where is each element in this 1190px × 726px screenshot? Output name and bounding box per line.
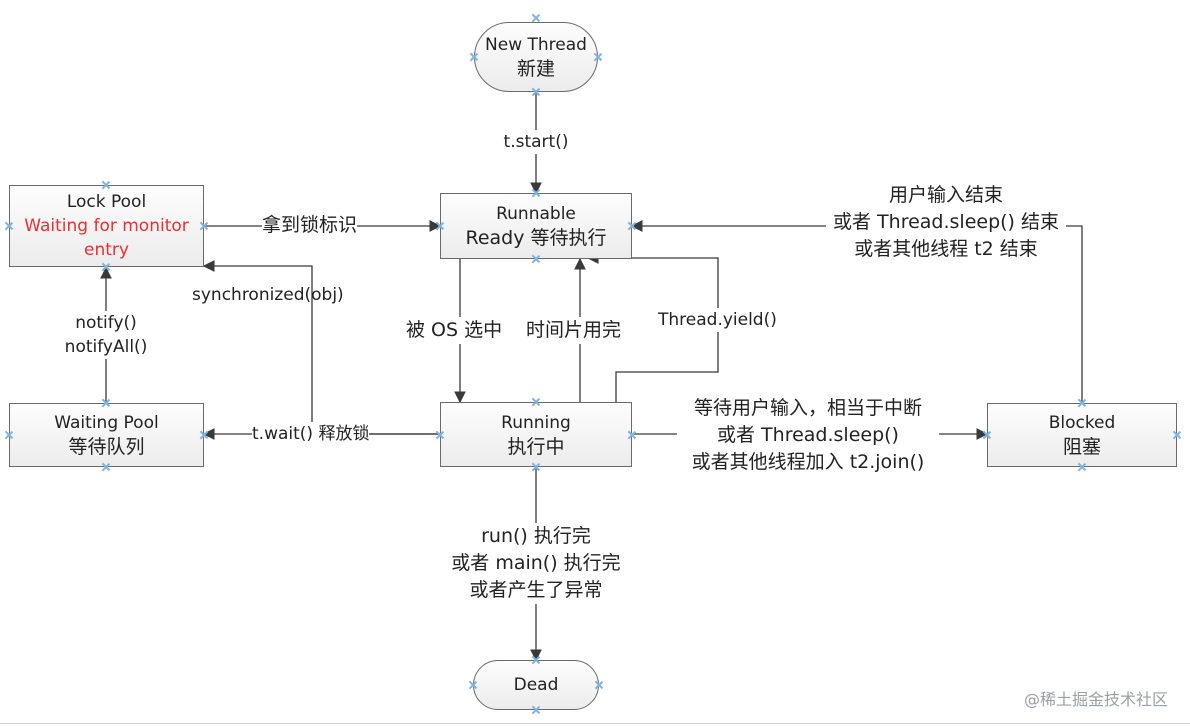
connector-marker [628,431,636,439]
waiting-pool-subtitle: 等待队列 [68,436,145,458]
connector-marker [1078,463,1086,471]
state-running: Running 执行中 [440,402,632,467]
blocked-subtitle: 阻塞 [1062,436,1101,458]
state-runnable: Runnable Ready 等待执行 [440,193,632,259]
connector-marker [1078,399,1086,407]
label-synchronized: synchronized(obj) [192,285,344,305]
connector-marker [200,222,208,230]
watermark: @稀土掘金技术社区 [1023,690,1168,709]
label-from-blocked-line3: 或者其他线程 t2 结束 [854,238,1038,260]
label-notify-line1: notify() [75,313,137,333]
connector-marker [470,53,478,61]
running-subtitle: 执行中 [507,435,565,458]
connector-marker [532,398,540,406]
connector-marker [102,181,110,189]
label-notify-line2: notifyAll() [64,337,148,357]
connector-marker [1173,431,1181,439]
label-time-slice: 时间片用完 [526,317,622,344]
connector-marker [532,88,540,96]
lock-pool-desc-line2: entry [84,240,129,260]
running-title: Running [501,412,571,433]
connector-marker [436,431,444,439]
label-yield: Thread.yield() [658,308,777,332]
connector-marker [532,463,540,471]
connector-marker [5,222,13,230]
label-get-lock: 拿到锁标识 [262,212,358,239]
connector-marker [595,681,603,689]
connector-marker [532,656,540,664]
edge-blocked-to-runnable [630,220,1083,403]
label-to-dead-line1: run() 执行完 [481,525,591,547]
connector-marker [102,463,110,471]
state-new-thread: New Thread 新建 [474,22,598,92]
lock-pool-desc-line1: Waiting for monitor [24,216,189,236]
runnable-title: Runnable [496,204,576,224]
connector-marker [102,263,110,271]
lock-pool-title: Lock Pool [66,192,147,212]
connector-marker [102,399,110,407]
connector-marker [532,189,540,197]
connector-marker [532,706,540,714]
label-start: t.start() [497,130,575,154]
connector-marker [5,431,13,439]
state-dead: Dead [473,660,599,710]
label-to-dead: run() 执行完 或者 main() 执行完 或者产生了异常 [444,523,628,604]
new-thread-title: New Thread [485,35,587,55]
label-from-blocked: 用户输入结束 或者 Thread.sleep() 结束 或者其他线程 t2 结束 [826,182,1066,263]
runnable-subtitle: Ready 等待执行 [465,227,607,249]
state-lock-pool: Lock Pool Waiting for monitor entry [9,185,204,267]
label-to-blocked-line2: 或者 Thread.sleep() [717,424,899,446]
label-selected-by-os: 被 OS 选中 [406,317,503,344]
new-thread-subtitle: 新建 [516,58,555,80]
dead-title: Dead [513,675,559,695]
connector-marker [200,431,208,439]
blocked-title: Blocked [1048,413,1116,433]
bottom-divider [0,723,1190,724]
edge-yield [586,252,719,402]
connector-marker [628,222,636,230]
connector-marker [983,431,991,439]
label-notify: notify() notifyAll() [58,311,154,359]
connector-marker [436,222,444,230]
label-from-blocked-line1: 用户输入结束 [888,184,1003,206]
connector-marker [469,681,477,689]
label-from-blocked-line2: 或者 Thread.sleep() 结束 [833,211,1059,233]
connector-marker [594,53,602,61]
label-to-blocked-line1: 等待用户输入，相当于中断 [693,397,922,419]
state-blocked: Blocked 阻塞 [987,403,1177,467]
waiting-pool-title: Waiting Pool [54,413,159,433]
label-to-blocked-line3: 或者其他线程加入 t2.join() [691,451,925,473]
label-to-dead-line2: 或者 main() 执行完 [451,552,621,574]
label-to-dead-line3: 或者产生了异常 [469,579,603,601]
label-wait-release: t.wait() 释放锁 [252,422,370,446]
connector-marker [532,255,540,263]
state-waiting-pool: Waiting Pool 等待队列 [9,403,204,467]
label-to-blocked: 等待用户输入，相当于中断 或者 Thread.sleep() 或者其他线程加入 … [677,395,939,476]
connector-marker [532,14,540,22]
